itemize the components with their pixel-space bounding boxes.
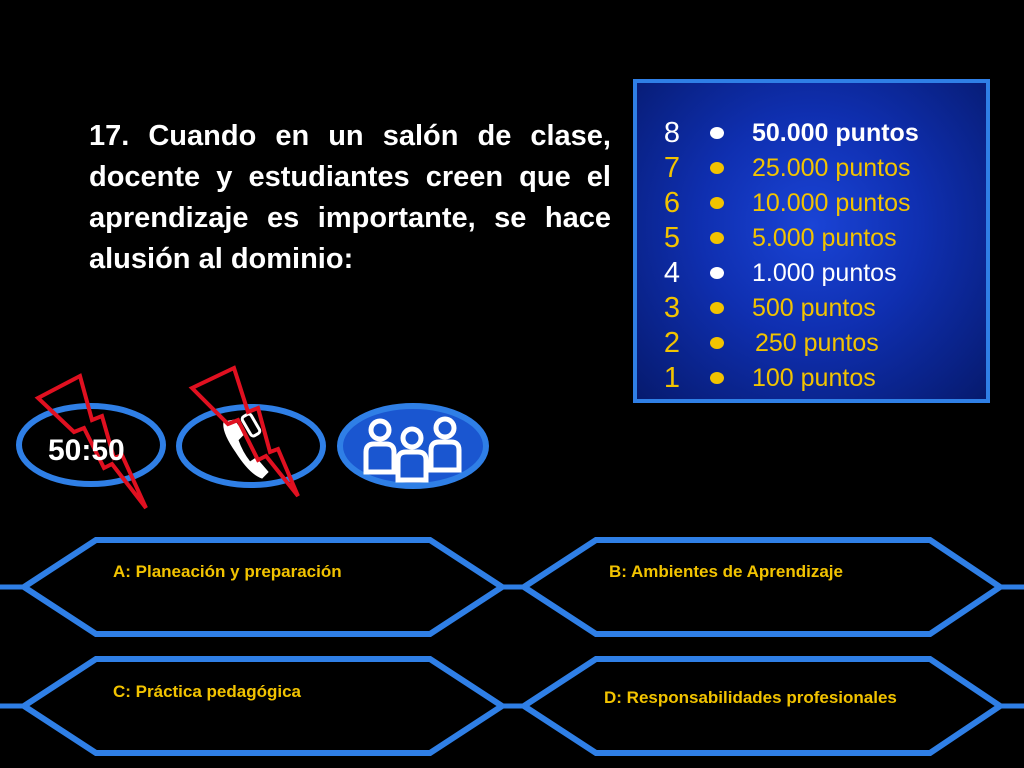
level-number: 6 <box>663 187 681 219</box>
level-points: 1.000 puntos <box>752 259 897 287</box>
lightning-bolt-icon <box>34 373 148 510</box>
level-dot-icon <box>710 267 724 279</box>
lightning-bolt-icon <box>188 365 300 498</box>
level-number: 7 <box>663 152 681 184</box>
phone-lifeline[interactable] <box>176 404 326 488</box>
ladder-level-1: 1 100 puntos <box>637 361 986 396</box>
fifty-fifty-lifeline[interactable] <box>16 403 166 487</box>
level-number: 8 <box>663 117 681 149</box>
level-points: 250 puntos <box>755 329 879 357</box>
level-number: 4 <box>663 257 681 289</box>
level-points: 10.000 puntos <box>752 189 911 217</box>
level-dot-icon <box>710 197 724 209</box>
level-dot-icon <box>710 162 724 174</box>
prize-ladder: 8 50.000 puntos 7 25.000 puntos 6 10.000… <box>633 79 990 403</box>
level-points: 5.000 puntos <box>752 224 897 252</box>
ladder-level-2: 2 250 puntos <box>637 326 986 361</box>
answer-b-label: B: Ambientes de Aprendizaje <box>609 562 843 581</box>
level-number: 1 <box>663 362 681 394</box>
fifty-fifty-label: 50:50 <box>48 434 125 467</box>
audience-icon <box>363 416 462 483</box>
level-number: 3 <box>663 292 681 324</box>
answer-a-button[interactable] <box>18 537 508 637</box>
level-dot-icon <box>710 127 724 139</box>
question-text: 17. Cuando en un salón de clase, docente… <box>89 120 611 275</box>
phone-icon <box>223 412 269 479</box>
answer-c-label: C: Práctica pedagógica <box>113 682 302 701</box>
answer-c-button[interactable] <box>18 656 508 756</box>
ladder-level-8: 8 50.000 puntos <box>637 116 986 151</box>
answer-a-label: A: Planeación y preparación <box>113 562 342 581</box>
level-dot-icon <box>710 302 724 314</box>
level-dot-icon <box>710 372 724 384</box>
ladder-level-6: 6 10.000 puntos <box>637 186 986 221</box>
answer-d-label: D: Responsabilidades profesionales <box>604 688 897 707</box>
level-dot-icon <box>710 337 724 349</box>
ladder-level-3: 3 500 puntos <box>637 291 986 326</box>
answer-b-button[interactable] <box>518 537 1006 637</box>
level-points: 500 puntos <box>752 294 876 322</box>
ladder-level-4: 4 1.000 puntos <box>637 256 986 291</box>
ladder-level-7: 7 25.000 puntos <box>637 151 986 186</box>
level-number: 2 <box>663 327 681 359</box>
level-points: 100 puntos <box>752 364 876 392</box>
level-number: 5 <box>663 222 681 254</box>
level-points: 50.000 puntos <box>752 119 919 147</box>
level-points: 25.000 puntos <box>752 154 911 182</box>
level-dot-icon <box>710 232 724 244</box>
ladder-level-5: 5 5.000 puntos <box>637 221 986 256</box>
